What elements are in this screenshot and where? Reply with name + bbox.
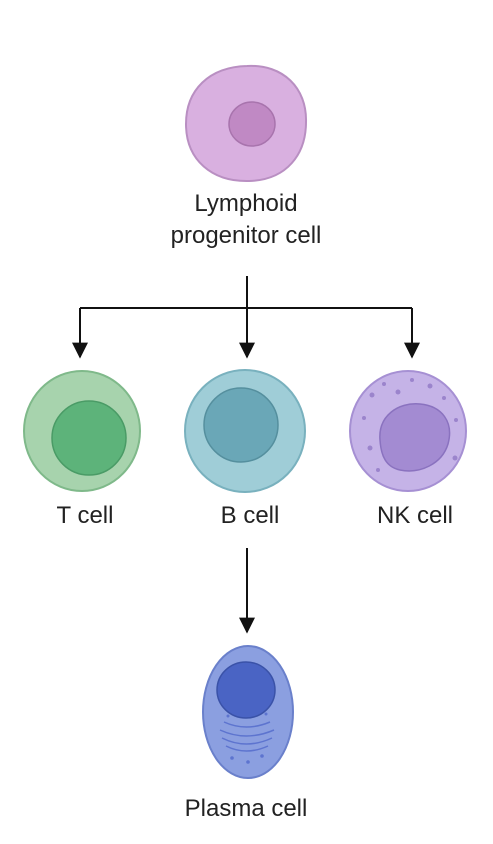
granule-dot [442,396,446,400]
nk-cell-label: NK cell [376,502,454,529]
nk-cell-granules [362,378,458,472]
granule-dot [367,445,373,451]
granule-dot [454,418,458,422]
t-cell-label: T cell [56,502,114,529]
granule-dot [452,455,458,461]
granule-dot [410,378,414,382]
ribosome-dot [230,756,234,760]
plasma-cell-nucleus [216,661,276,719]
ribosome-dot [264,712,268,716]
ribosome-dot [226,714,230,718]
granule-dot [369,392,375,398]
plasma-cell-dots [226,712,268,764]
lymphoid-nucleus [228,101,276,147]
nk-cell-icon [349,370,467,492]
nk-cell-nucleus [379,403,451,472]
granule-dot [382,382,386,386]
granule-dot [362,416,366,420]
t-cell-icon [23,370,141,492]
ribosome-dot [260,754,264,758]
endoplasmic-reticulum-icon [219,721,275,752]
er-fold [225,745,269,752]
branch-connector [72,276,420,359]
plasma-cell-label: Plasma cell [184,795,308,822]
granule-dot [395,389,401,395]
b-cell-icon [184,369,306,493]
t-cell-nucleus [51,400,127,476]
ribosome-dot [246,760,250,764]
b-cell-label: B cell [220,502,280,529]
plasma-cell-icon [202,645,294,779]
er-fold [219,729,275,737]
b-cell-nucleus [203,387,279,463]
lymphoid-progenitor-cell-icon [184,64,308,183]
lymphoid-label-line1: Lymphoid [194,190,298,217]
lymphoid-label-line2: progenitor cell [170,222,322,249]
granule-dot [376,468,380,472]
lymphoid-progenitor-label: Lymphoid progenitor cell [96,188,396,252]
er-fold [223,721,271,728]
granule-dot [427,383,433,389]
er-fold [221,737,273,745]
